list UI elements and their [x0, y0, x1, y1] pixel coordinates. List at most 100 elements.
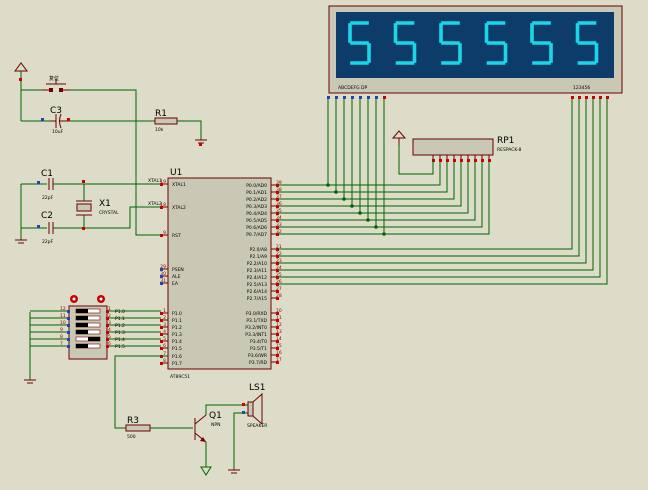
u1-pin-name: P3.5/T1: [250, 346, 267, 352]
u1-pin-dot: [276, 212, 279, 215]
display-digit-pin: [592, 96, 595, 99]
crystal-circuit: C1 C2 22pF 22pF X1 CRYSTAL XTAL1 XTAL2: [15, 169, 168, 245]
u1-pin-name: P3.7/RD: [249, 360, 268, 366]
q1-emitter-arrow: [200, 437, 206, 442]
dip-pin-dot: [67, 324, 70, 327]
rp1-body: [412, 138, 494, 156]
u1-pin-number: 14: [276, 336, 282, 342]
rp1-pin-dot: [488, 159, 491, 162]
p0-rp1-wire: [368, 162, 476, 221]
p2-digit-wire: [278, 99, 594, 271]
u1-pin-dot: [160, 234, 163, 237]
dip-toggle[interactable]: [76, 344, 88, 348]
wire-junction: [358, 211, 362, 215]
u1-pin-dot: [276, 198, 279, 201]
xtal2-net-label: XTAL2: [148, 201, 162, 207]
dip-toggle[interactable]: [76, 316, 88, 320]
u1-left-pins: 19XTAL118XTAL29RST29PSEN30ALE31EA1P1.02P…: [160, 179, 186, 367]
dip-pin-dot: [67, 338, 70, 341]
c2-value: 22pF: [42, 239, 54, 245]
u1-pin-dot: [160, 347, 163, 350]
seven-segment-display: ABCDEFG DP 123456: [327, 5, 623, 99]
u1-pin-number: 19: [160, 179, 166, 185]
u1-pin-name: P1.6: [172, 354, 182, 360]
speaker-return-wire: [233, 412, 248, 470]
speaker-icon: [252, 392, 263, 426]
rp1-pin-dot: [446, 159, 449, 162]
dip-header-dots: [70, 295, 105, 303]
p0-segment-wire: [278, 99, 345, 200]
dip-toggle[interactable]: [76, 309, 88, 313]
wire-junction: [326, 183, 330, 187]
wire-junction: [334, 190, 338, 194]
u1-pin-dot: [160, 362, 163, 365]
dip-toggle[interactable]: [76, 330, 88, 334]
p0-segment-wire: [278, 99, 369, 221]
u1-pin-name: P0.4/AD4: [246, 211, 267, 217]
u1-pin-name: P3.0/RXD: [246, 311, 268, 317]
u1-pin-name: P3.2/INT0: [245, 325, 267, 331]
u1-pin-number: 5: [163, 336, 166, 342]
p0-segment-wire: [278, 99, 337, 193]
p0-segment-wire: [278, 99, 353, 207]
btn-contact-r: [59, 88, 63, 92]
u1-pin-number: 9: [163, 230, 166, 236]
u1-pin-dot: [276, 340, 279, 343]
u1-pin-number: 15: [276, 343, 282, 349]
c3-ref: C3: [50, 106, 62, 116]
u1-pin-number: 1: [163, 308, 166, 314]
u1-pin-name: P2.2/A10: [247, 261, 267, 267]
p2-digit-wire: [278, 99, 601, 278]
display-seg-pin: [335, 96, 338, 99]
display-seg-pin: [383, 96, 386, 99]
p2-digit-wire: [278, 99, 580, 257]
c2-ref: C2: [41, 211, 53, 221]
p0-segment-wire: [278, 99, 377, 228]
p0-rp1-wire: [336, 162, 448, 193]
p0-rp1-wire: [360, 162, 469, 214]
dip-pin-right-number: 2: [108, 313, 111, 319]
reset-button-label: 复位: [49, 75, 59, 82]
u1-pin-name: P2.1/A9: [250, 254, 267, 260]
speaker-driver: R3 500 Q1 NPN LS1 SPEAKER: [114, 355, 267, 476]
p17-r3-wire: [114, 355, 168, 429]
u1-pin-number: 13: [276, 329, 282, 335]
u1-pin-name: RST: [172, 233, 181, 239]
display-digit-3: [439, 21, 462, 65]
u1-pin-name: P2.0/A8: [250, 247, 267, 253]
dip-toggle[interactable]: [76, 323, 88, 327]
u1-pin-number: 31: [160, 278, 166, 284]
x1-body: [76, 203, 92, 212]
r1-gnd-wire: [177, 120, 202, 140]
vcc-power-icon: [14, 62, 28, 72]
u1-pin-dot: [160, 282, 163, 285]
r3-value: 500: [127, 434, 136, 440]
btn-contact-l: [49, 88, 53, 92]
u1-pin-dot: [276, 361, 279, 364]
u1-ref: U1: [170, 168, 182, 178]
dip-toggle[interactable]: [88, 337, 100, 341]
ground-icon: [24, 379, 36, 384]
dip-pin-left-number: 7: [60, 341, 63, 347]
dip-net-label: P1.1: [115, 316, 125, 322]
u1-pin-name: ALE: [172, 274, 181, 280]
c3-value: 10uF: [52, 129, 64, 135]
display-seg-pin: [351, 96, 354, 99]
u1-pin-number: 10: [276, 308, 282, 314]
dip-pin-left-number: 10: [60, 320, 66, 326]
u1-pin-number: 23: [276, 258, 282, 264]
u1-pin-name: P3.3/INT1: [245, 332, 267, 338]
u1-pin-name: P2.5/A13: [247, 282, 267, 288]
u1-pin-dot: [160, 312, 163, 315]
u1-pin-name: P1.5: [172, 346, 182, 352]
q1-collector-wire: [205, 404, 248, 415]
ls1-pin-bottom: [242, 411, 245, 414]
u1-right-pins: P0.0/AD039P0.1/AD138P0.2/AD237P0.3/AD336…: [245, 180, 282, 366]
u1-pin-number: 7: [163, 351, 166, 357]
q1-value: NPN: [211, 422, 220, 428]
dip-pin-right-number: 6: [108, 341, 111, 347]
u1-pin-number: 8: [163, 358, 166, 364]
u1-microcontroller: U1 AT89C51 19XTAL118XTAL29RST29PSEN30ALE…: [160, 168, 282, 380]
u1-pin-dot: [276, 191, 279, 194]
